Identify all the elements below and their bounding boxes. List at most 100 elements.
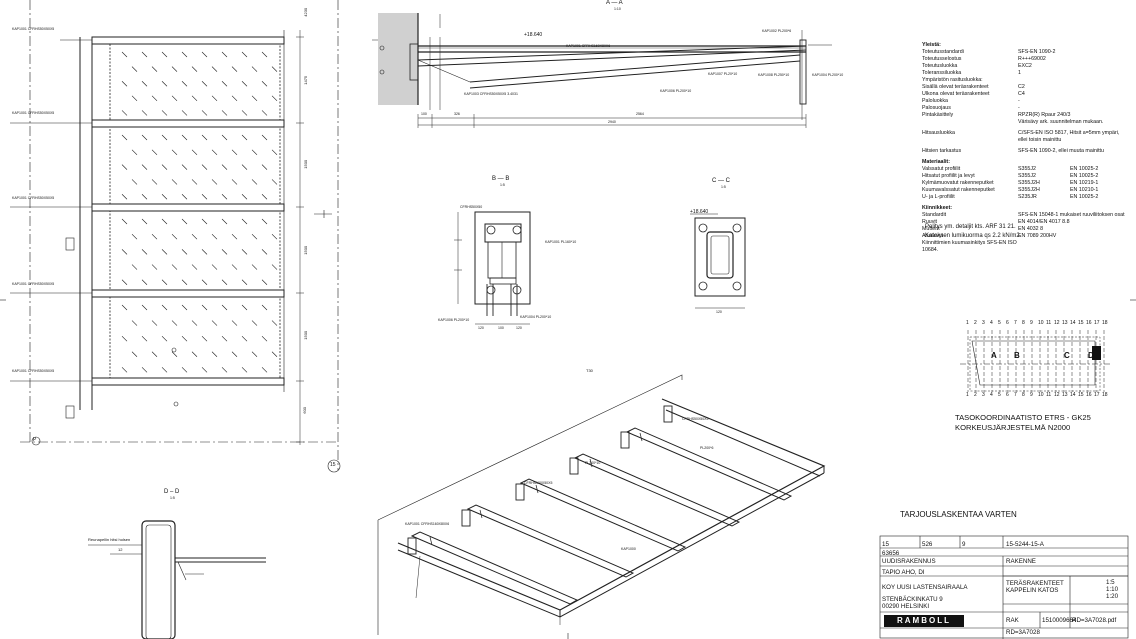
cc-level: +18.640	[690, 209, 709, 215]
section-bb-title: B — B	[492, 176, 510, 182]
iso-label: T30	[586, 368, 593, 373]
tb-scale: 1:20	[1106, 593, 1119, 600]
iso-label: KAP1000	[621, 547, 636, 551]
tb-rev: 9	[962, 541, 966, 548]
section-aa	[372, 13, 832, 128]
aa-beam-label: KAP1004 PL200*10	[812, 73, 844, 77]
notes-row: Kiinnittimien kuumasinkitys SFS-EN ISO 1…	[922, 239, 1017, 253]
bb-label: CFRHS50X50	[460, 205, 483, 209]
key-grid-number: 10	[1038, 320, 1044, 326]
notes-general-heading: Yleistä:	[922, 42, 941, 48]
plan-row-label: KAP1001 CFRHS50X50X5	[12, 369, 55, 373]
key-grid-number: 12	[1054, 392, 1060, 398]
aa-beam-label: KAP1002 PL200*6	[762, 29, 792, 33]
section-cc-scale: 1:5	[721, 185, 726, 189]
key-grid-number: 18	[1102, 392, 1108, 398]
key-grid-number: 17	[1094, 392, 1100, 398]
grid-label-15: 15	[330, 462, 336, 468]
painting-note-2: Katoksen lumikuorma qs 2.2 kN/m2.	[925, 233, 1022, 239]
key-grid-number: 15	[1078, 320, 1084, 326]
coord-note-2: KORKEUSJÄRJESTELMÄ N2000	[955, 423, 1071, 432]
section-dd-scale: 1:5	[170, 496, 175, 500]
notes-row: Palosuojaus-	[922, 104, 1020, 111]
tb-scale: 1:10	[1106, 586, 1119, 593]
key-grid-letter: D	[1088, 351, 1094, 360]
key-grid-number: 7	[1014, 392, 1017, 398]
tender-note: TARJOUSLASKENTAA VARTEN	[900, 510, 1017, 519]
tb-drawing-no: RD=3A7028	[1006, 629, 1040, 636]
tb-drawing-code: 15-5244-15-A	[1006, 541, 1044, 548]
aa-dim: 326	[454, 112, 460, 116]
key-grid-number: 11	[1046, 392, 1052, 398]
key-grid-number: 14	[1070, 392, 1076, 398]
notes-fasteners-heading: Kiinnikkeet:	[922, 204, 953, 211]
plan-dim: 1500	[303, 330, 309, 340]
coord-note-1: TASOKOORDINAATISTO ETRS - GK25	[955, 413, 1091, 422]
aa-dim: 100	[421, 112, 427, 116]
key-grid-number: 7	[1014, 320, 1017, 326]
bb-dim: 100	[498, 326, 504, 330]
section-dd-title: D – D	[164, 489, 180, 495]
key-grid-number: 1	[966, 392, 969, 398]
plan-dim: 600	[302, 406, 308, 414]
tb-file: RD=3A7028.pdf	[1072, 617, 1117, 624]
section-cc-title: C — C	[712, 178, 730, 184]
tb-work-type: UUDISRAKENNUS	[882, 558, 936, 565]
key-grid-number: 8	[1022, 392, 1025, 398]
key-grid-number: 17	[1094, 320, 1100, 326]
section-aa-scale: 1:10	[614, 7, 621, 11]
dd-dim: 12	[118, 547, 123, 552]
tb-scale: 1:5	[1106, 579, 1115, 586]
key-grid-number: 16	[1086, 392, 1092, 398]
plan-dim: 1475	[303, 75, 309, 85]
plan-view	[10, 0, 341, 473]
plan-row-label: KAP1001 CFRHS50X50X5	[12, 282, 55, 286]
section-bb	[454, 211, 531, 325]
aa-dim: 2564	[636, 112, 644, 116]
iso-label: PL200*6	[700, 446, 714, 450]
key-grid-number: 13	[1062, 320, 1068, 326]
tb-sheet-no: 526	[922, 541, 933, 548]
iso-label: CFRHS100X50X5	[524, 481, 553, 485]
painting-note-1: Pelitys ym. detaljit kts. ARF 31 21.	[925, 224, 1016, 230]
tb-client: KOY UUSI LASTENSAIRAALA	[882, 584, 968, 591]
tb-project-no: 15	[882, 541, 889, 548]
key-grid-letter: A	[991, 351, 997, 360]
tb-site-no: 63656	[882, 550, 900, 557]
notes-row: Paloluokka-	[922, 97, 1020, 104]
aa-beam-label: KAP1003 CFRHS50X50X5 3.4031	[464, 92, 518, 96]
tb-job-no: 1510009664	[1042, 617, 1077, 624]
plan-dim: 4230	[303, 7, 309, 17]
key-grid-number: 5	[998, 392, 1001, 398]
title-block: 15 526 9 15-5244-15-A 63656 UUDISRAKENNU…	[880, 536, 1128, 638]
section-bb-scale: 1:5	[500, 183, 505, 187]
plan-row-label: KAP1001 CFRHS50X50X5	[12, 196, 55, 200]
key-grid-number: 11	[1046, 320, 1052, 326]
key-grid-number: 3	[982, 392, 985, 398]
key-grid-letter: C	[1064, 351, 1070, 360]
key-plan	[960, 330, 1110, 392]
key-grid-number: 10	[1038, 392, 1044, 398]
tb-designer-role: RAKENNE	[1006, 558, 1036, 565]
key-grid-number: 1	[966, 320, 969, 326]
iso-label: KAP1001 CFRHS160X80X6	[405, 522, 450, 526]
grid-label-p: P	[33, 437, 37, 443]
key-grid-number: 14	[1070, 320, 1076, 326]
key-grid-number: 15	[1078, 392, 1084, 398]
dd-note: Reunapellin hitsi holsen	[88, 537, 131, 542]
key-grid-number: 9	[1030, 392, 1033, 398]
